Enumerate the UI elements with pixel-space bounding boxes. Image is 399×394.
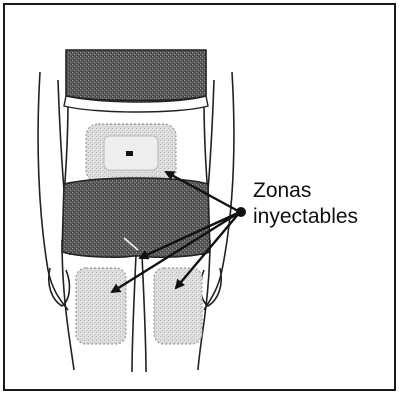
label-line-2: inyectables (253, 204, 358, 230)
label-line-1: Zonas (253, 178, 358, 204)
injection-sites-label: Zonas inyectables (253, 178, 358, 230)
arrow-origin-dot (236, 207, 246, 217)
injection-zone-left-thigh (76, 268, 126, 344)
shirt-top (66, 50, 206, 101)
navel (126, 151, 133, 156)
injection-zone-right-thigh (154, 268, 202, 344)
